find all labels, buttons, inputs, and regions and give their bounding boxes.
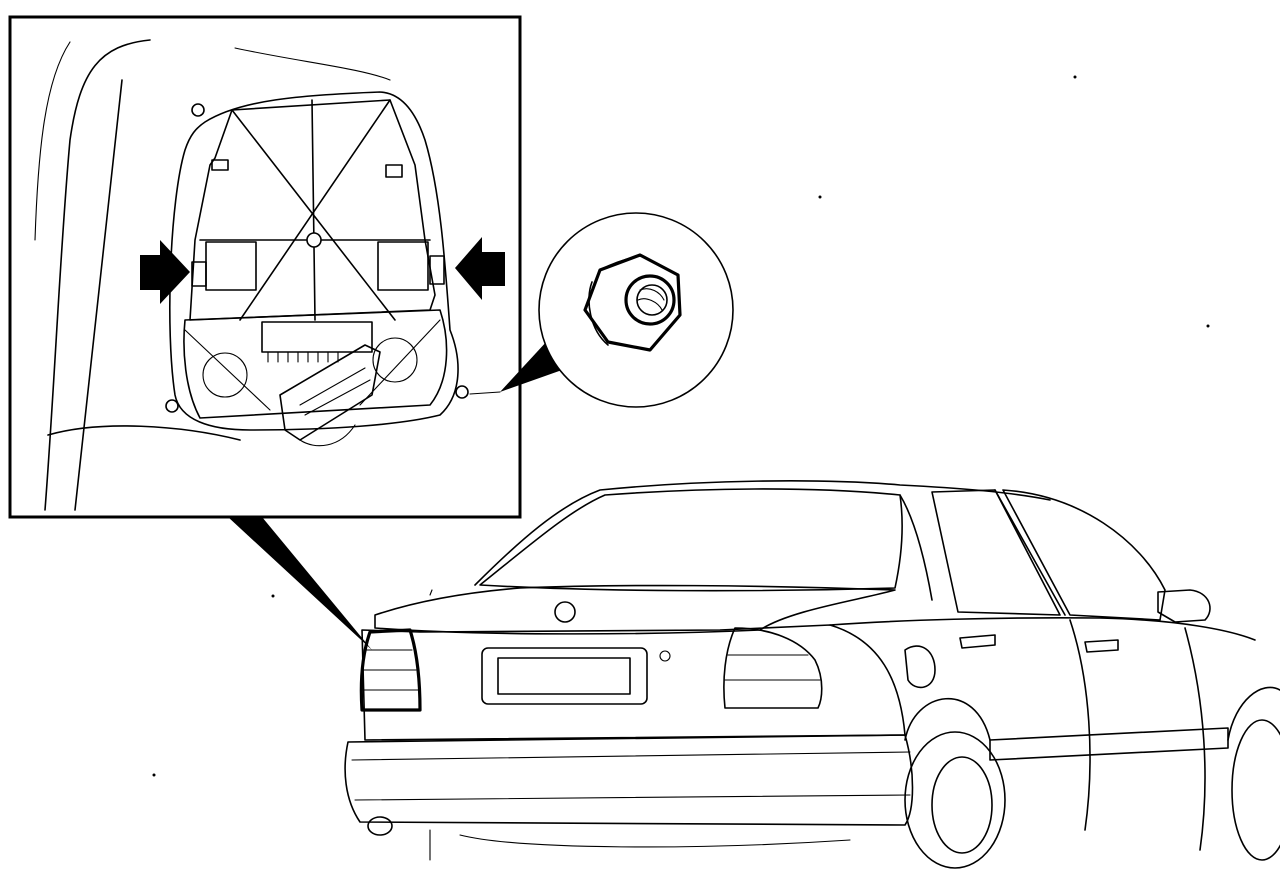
right-clip (429, 255, 445, 285)
license-plate (497, 657, 631, 695)
front-door-handle (1084, 639, 1119, 653)
rear-window (479, 488, 903, 592)
front-wheel-arch (1227, 686, 1280, 741)
fuel-filler-cap (904, 645, 936, 689)
connector-block (261, 321, 373, 353)
detail-body-curve-1 (34, 41, 71, 241)
detail-frame (8, 15, 522, 519)
underbody (429, 829, 851, 861)
right-tail-light (723, 627, 823, 709)
detail-body-curve-3 (74, 79, 123, 511)
rear-panel (361, 624, 906, 741)
detail-body-lower (47, 425, 241, 441)
stud-bottom-right (455, 385, 469, 399)
nut-hex (583, 253, 682, 352)
plug-cable (299, 424, 356, 447)
connector-pins (267, 351, 339, 363)
nut-flange (588, 255, 641, 346)
brace-vertical (311, 99, 316, 321)
trunk-lock (554, 601, 576, 623)
nut-thread-lines (637, 288, 665, 311)
rear-wheel-arch (904, 697, 991, 741)
detail-top-edge (234, 47, 391, 81)
nut-leader (500, 340, 562, 392)
nut-callout (500, 212, 734, 408)
stud-top-left (191, 103, 205, 117)
center-hub (306, 232, 322, 248)
antenna (429, 589, 433, 596)
rear-rim (931, 756, 993, 854)
exhaust-pipe (367, 816, 393, 836)
bumper-line-2 (354, 794, 911, 801)
front-side-window (1002, 489, 1166, 621)
nut-thread-outer (624, 274, 676, 326)
lower-brace-1 (184, 329, 271, 411)
door-line-rear (1069, 619, 1091, 831)
rear-tire (904, 731, 1006, 869)
upper-left-tab (211, 159, 229, 171)
press-arrow-left-icon (455, 237, 505, 300)
rear-door-handle (959, 634, 996, 649)
side-mirror (1157, 589, 1211, 623)
nut-indicator-line (469, 391, 501, 395)
detail-callout (8, 15, 522, 650)
bumper-line-1 (351, 751, 911, 761)
trunk-lid (374, 584, 896, 635)
front-tire (1231, 719, 1280, 861)
wiring-plug (279, 344, 381, 441)
detail-leader (228, 517, 372, 650)
detail-body-curve-2 (44, 39, 151, 511)
lower-left-bulb (202, 352, 248, 398)
rear-side-window (931, 489, 1061, 616)
side-trim-strip (989, 727, 1229, 761)
housing-inner-frame (189, 99, 436, 321)
press-arrow-right-icon (140, 240, 190, 304)
left-clip (191, 261, 207, 287)
brace-diagonal-2 (239, 99, 391, 321)
door-line-front (1184, 627, 1206, 851)
plug-ribs (299, 367, 371, 416)
scan-specks (152, 75, 1210, 777)
nut-thread-inner (636, 284, 668, 316)
plate-light (659, 650, 671, 662)
body-side (829, 617, 1256, 641)
stud-bottom-left (165, 399, 179, 413)
car-roof-outline (474, 480, 1051, 586)
lower-right-bulb (372, 337, 418, 383)
license-plate-recess (481, 647, 648, 705)
left-tail-light (359, 628, 422, 712)
right-bulb-socket (377, 241, 429, 291)
nut-icon (583, 253, 682, 352)
rear-bumper (344, 734, 914, 826)
window-divider (994, 489, 1066, 616)
nut-magnifier-circle (538, 212, 734, 408)
car-rear-view (344, 480, 1280, 869)
c-pillar (899, 494, 933, 601)
lower-reflector-area (183, 309, 448, 419)
upper-right-tab (385, 164, 403, 178)
